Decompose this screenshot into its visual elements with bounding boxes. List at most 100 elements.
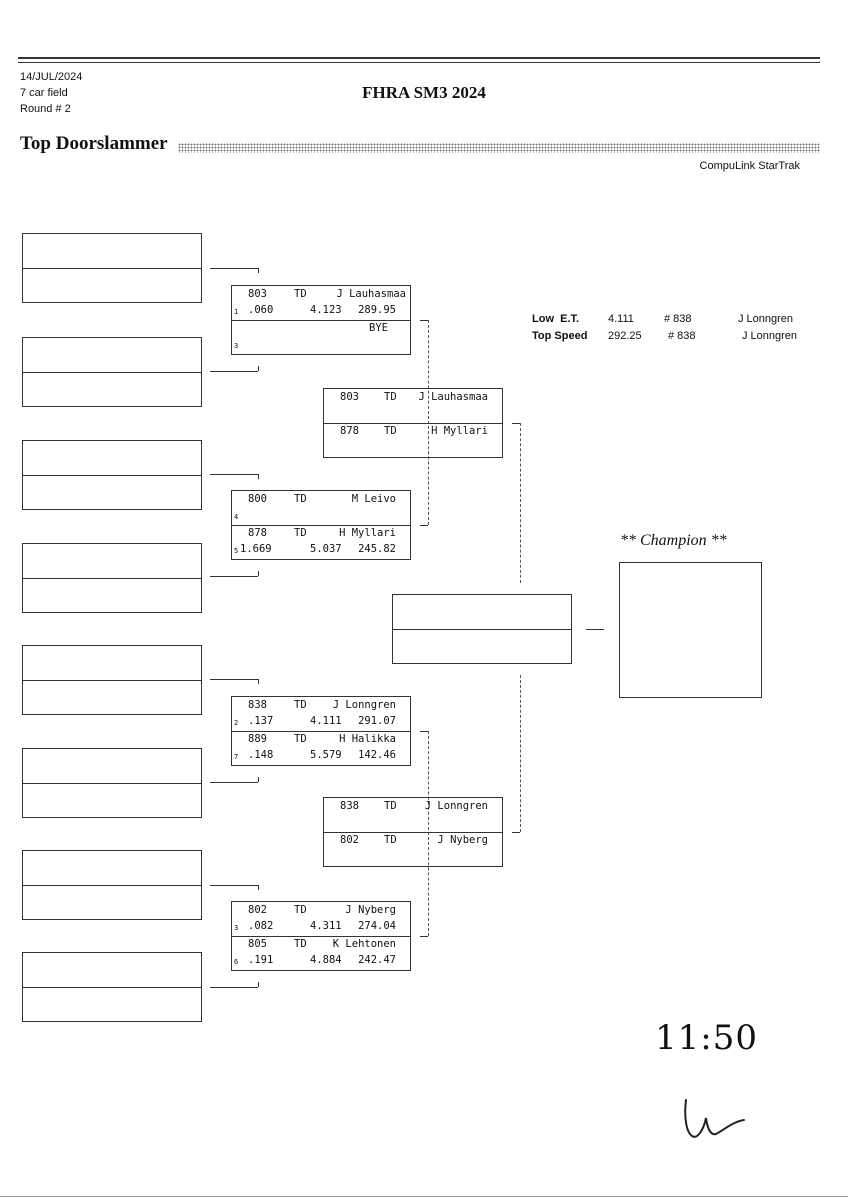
reaction-time: .082 [248, 920, 274, 932]
elapsed-time: 5.037 [310, 543, 342, 555]
driver-name: H Myllari [339, 527, 396, 539]
elapsed-time: 4.123 [310, 304, 342, 316]
entry-box [22, 440, 202, 510]
header-rule-bottom [18, 62, 820, 63]
speed: 274.04 [358, 920, 396, 932]
top-speed-driver: J Lonngren [742, 330, 798, 342]
connector [210, 371, 258, 372]
speed: 245.82 [358, 543, 396, 555]
car-class: TD [294, 288, 307, 300]
top-speed-car: # 838 [668, 330, 696, 342]
race-date: 14/JUL/2024 [20, 71, 83, 83]
handwritten-time: 11:50 [655, 1018, 758, 1058]
driver-name: J Lonngren [332, 699, 396, 711]
match-box-final [392, 594, 572, 664]
elapsed-time: 4.884 [310, 954, 342, 966]
low-et-label: Low E.T. [532, 313, 580, 325]
car-number: 838 [340, 800, 359, 812]
match-box-round1: 803 TD J Lauhasmaa 1 .060 4.123 289.95 B… [231, 285, 411, 355]
driver-name: J Lauhasmaa [418, 391, 488, 403]
top-speed-label: Top Speed [532, 330, 588, 342]
driver-name: K Lehtonen [332, 938, 396, 950]
event-title: FHRA SM3 2024 [362, 83, 486, 102]
header-rule-top [18, 57, 820, 59]
entry-box [22, 645, 202, 715]
reaction-time: .060 [248, 304, 274, 316]
bracket-connector [428, 320, 429, 525]
entry-box [22, 952, 202, 1022]
car-class: TD [294, 938, 307, 950]
car-class: TD [294, 733, 307, 745]
car-number: 878 [248, 527, 267, 539]
lane-number: 3 [234, 924, 239, 932]
lane-number: 7 [234, 753, 239, 761]
speed: 242.47 [358, 954, 396, 966]
handwritten-initials [684, 1099, 745, 1138]
reaction-time: .137 [248, 715, 274, 727]
car-number: 878 [340, 425, 359, 437]
connector [210, 576, 258, 577]
entry-box [22, 543, 202, 613]
connector [210, 987, 258, 988]
car-class: TD [384, 425, 397, 437]
connector [210, 474, 258, 475]
footer-rule [0, 1196, 848, 1197]
car-number: 800 [248, 493, 267, 505]
round-number: Round # 2 [20, 103, 71, 115]
driver-name: BYE [369, 322, 388, 334]
entry-box [22, 748, 202, 818]
car-class: TD [384, 800, 397, 812]
reaction-time: 1.669 [240, 543, 272, 555]
lane-number: 4 [234, 513, 239, 521]
elapsed-time: 4.311 [310, 920, 342, 932]
car-class: TD [294, 493, 307, 505]
car-class: TD [294, 904, 307, 916]
driver-name: M Leivo [351, 493, 396, 505]
low-et-driver: J Lonngren [738, 313, 794, 325]
match-box-round1: 802 TD J Nyberg 3 .082 4.311 274.04 805 … [231, 901, 411, 971]
champion-title: ** Champion ** [620, 532, 727, 549]
connector [586, 629, 604, 630]
lane-number: 3 [234, 342, 239, 350]
entry-box [22, 233, 202, 303]
car-number: 838 [248, 699, 267, 711]
software-brand: CompuLink StarTrak [699, 160, 800, 172]
car-number: 805 [248, 938, 267, 950]
entry-box [22, 337, 202, 407]
speed: 291.07 [358, 715, 396, 727]
entry-box [22, 850, 202, 920]
connector [210, 268, 258, 269]
low-et-car: # 838 [664, 313, 692, 325]
elapsed-time: 4.111 [310, 715, 342, 727]
connector [210, 679, 258, 680]
speed: 289.95 [358, 304, 396, 316]
bracket-connector [428, 731, 429, 936]
connector [210, 885, 258, 886]
bracket-connector [520, 423, 521, 583]
speed: 142.46 [358, 749, 396, 761]
reaction-time: .148 [248, 749, 274, 761]
lane-number: 1 [234, 308, 239, 316]
car-number: 802 [340, 834, 359, 846]
car-class: TD [294, 527, 307, 539]
lane-number: 6 [234, 958, 239, 966]
reaction-time: .191 [248, 954, 274, 966]
champion-box [619, 562, 762, 698]
driver-name: J Lonngren [424, 800, 488, 812]
car-class: TD [294, 699, 307, 711]
match-box-round1: 800 TD M Leivo 4 878 TD H Myllari 5 1.66… [231, 490, 411, 560]
lane-number: 2 [234, 719, 239, 727]
class-title: Top Doorslammer [20, 133, 168, 154]
driver-name: H Myllari [431, 425, 488, 437]
lane-number: 5 [234, 547, 239, 555]
car-class: TD [384, 834, 397, 846]
bracket-connector [520, 675, 521, 832]
match-box-round1: 838 TD J Lonngren 2 .137 4.111 291.07 88… [231, 696, 411, 766]
car-number: 802 [248, 904, 267, 916]
low-et-value: 4.111 [608, 313, 634, 325]
field-size: 7 car field [20, 87, 68, 99]
driver-name: J Lauhasmaa [336, 288, 406, 300]
title-dotted-fill [178, 143, 820, 153]
driver-name: H Halikka [339, 733, 396, 745]
driver-name: J Nyberg [437, 834, 488, 846]
